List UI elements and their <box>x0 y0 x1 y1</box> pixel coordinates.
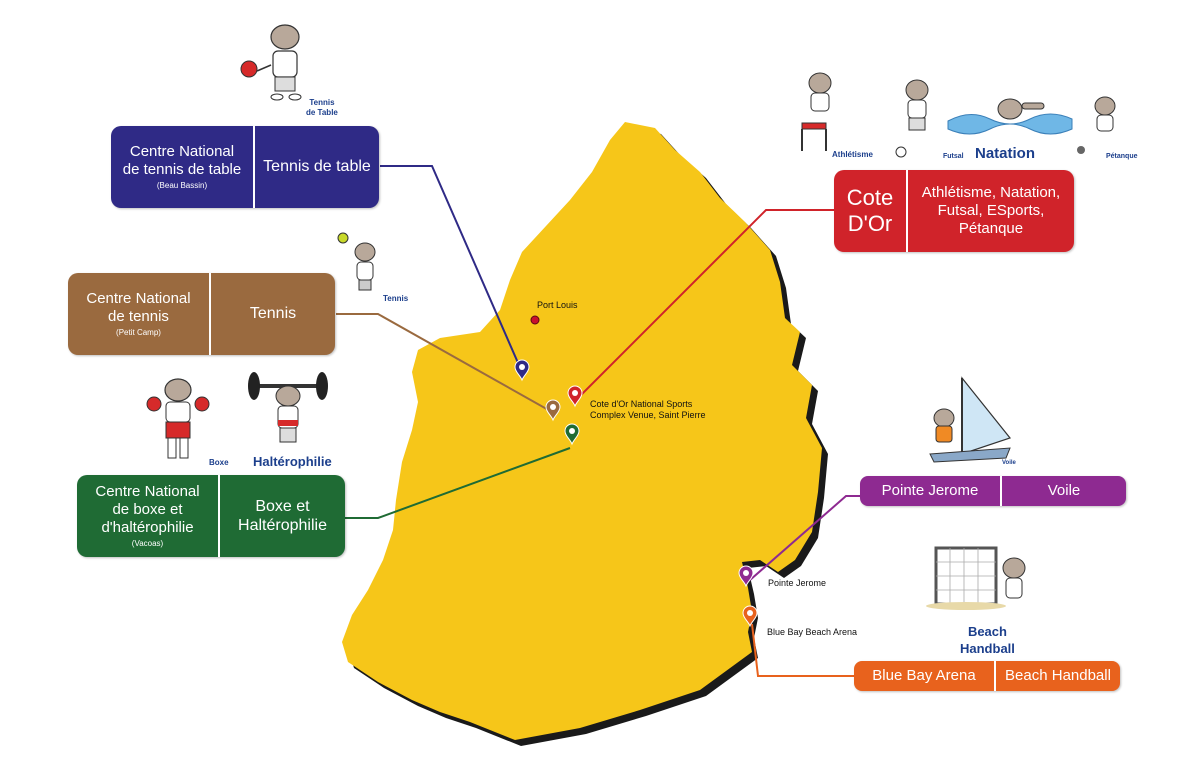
venue-name: Cote D'Or <box>834 170 906 252</box>
location-label-cote-dor-line2: Complex Venue, Saint Pierre <box>590 410 706 421</box>
venue-sport-line2: Haltérophilie <box>238 517 327 534</box>
connector-blue-bay <box>751 623 856 677</box>
caption-halterophilie: Haltérophilie <box>253 454 332 469</box>
venue-name: Centre National de boxe et d'haltérophil… <box>77 475 218 557</box>
caption-beach-handball: Beach Handball <box>960 624 1015 658</box>
caption-natation: Natation <box>975 145 1035 162</box>
connector-tennis-de-table <box>380 165 523 373</box>
venue-sport-text: Tennis de table <box>263 158 371 176</box>
venue-sport-text: Beach Handball <box>1005 667 1111 684</box>
caption-tennis-de-table: Tennis de Table <box>306 98 338 119</box>
swimming-mascot-icon <box>947 98 1073 135</box>
pin-hole <box>569 428 575 434</box>
connector-pointe-jerome <box>749 495 862 581</box>
pin-hole <box>572 390 578 396</box>
caption-futsal: Futsal <box>943 153 964 160</box>
venue-name-text: Blue Bay Arena <box>872 667 976 684</box>
venue-name-line1: Centre National <box>86 290 191 308</box>
location-label-port-louis: Port Louis <box>537 300 578 310</box>
venue-sport-line1: Boxe et <box>255 497 310 515</box>
venue-name-line2: D'Or <box>847 211 893 236</box>
connector-tennis <box>336 313 553 413</box>
location-label-cote-dor: Cote d'Or National Sports Complex Venue,… <box>590 399 706 422</box>
pin-boxe[interactable] <box>564 423 580 446</box>
boxing-mascot-icon <box>146 378 210 459</box>
venue-name-line2: de boxe et <box>112 501 183 519</box>
caption-petanque: Pétanque <box>1106 153 1138 160</box>
pin-cote-dor[interactable] <box>567 385 583 408</box>
divider <box>253 126 255 208</box>
venue-area: (Vacoas) <box>131 539 164 549</box>
pin-hole <box>747 610 753 616</box>
caption-voile: Voile <box>1002 460 1016 466</box>
venue-area: (Petit Camp) <box>116 328 161 338</box>
divider <box>906 170 908 252</box>
venue-sport-text: Tennis <box>249 305 297 323</box>
venue-sport: Tennis <box>211 273 335 355</box>
venue-sport: Beach Handball <box>996 661 1120 691</box>
caption-athletisme: Athlétisme <box>832 150 873 159</box>
pin-tennis-de-table[interactable] <box>514 359 530 382</box>
caption-beach-handball-line1: Beach <box>967 624 1007 639</box>
location-label-blue-bay: Blue Bay Beach Arena <box>767 627 858 637</box>
venue-box-cote-dor[interactable]: Cote D'Or Athlétisme, Natation, Futsal, … <box>834 170 1074 252</box>
futsal-mascot-icon <box>895 79 929 158</box>
table-tennis-mascot-icon <box>240 24 302 101</box>
divider <box>994 661 996 691</box>
caption-tennis-de-table-line2: de Table <box>306 108 338 118</box>
venue-sport: Boxe et Haltérophilie <box>220 475 345 557</box>
venue-name-text: Pointe Jerome <box>881 482 979 499</box>
pin-hole <box>743 570 749 576</box>
venue-sport-line3: Pétanque <box>958 220 1024 237</box>
venue-name: Centre National de tennis de table (Beau… <box>111 126 253 208</box>
venue-name: Centre National de tennis (Petit Camp) <box>68 273 209 355</box>
island <box>342 122 822 740</box>
weightlifting-mascot-icon <box>248 372 328 443</box>
sailing-mascot-icon <box>929 376 1012 463</box>
venue-sport-line1: Athlétisme, Natation, <box>921 184 1061 201</box>
venue-area: (Beau Bassin) <box>156 181 208 191</box>
venue-box-boxe[interactable]: Centre National de boxe et d'haltérophil… <box>77 475 345 557</box>
venue-name-line3: d'haltérophilie <box>101 519 194 537</box>
handball-goal-mascot-icon <box>926 546 1026 610</box>
venue-sport: Voile <box>1002 476 1126 506</box>
pin-pointe-jerome[interactable] <box>738 565 754 588</box>
venue-sport: Tennis de table <box>255 126 379 208</box>
tennis-mascot-icon <box>337 232 376 291</box>
venue-sport-line2: Futsal, ESports, <box>937 202 1045 219</box>
venue-box-tennis[interactable]: Centre National de tennis (Petit Camp) T… <box>68 273 335 355</box>
venue-name-line1: Cote <box>846 184 894 210</box>
divider <box>209 273 211 355</box>
pin-hole <box>519 364 525 370</box>
port-louis-marker[interactable] <box>530 315 540 325</box>
venue-box-pointe-jerome[interactable]: Pointe Jerome Voile <box>860 476 1126 506</box>
venue-name-line2: de tennis de table <box>122 161 242 179</box>
caption-tennis-de-table-line1: Tennis <box>309 98 335 107</box>
connector-cote-dor <box>575 209 838 401</box>
venue-name: Pointe Jerome <box>860 476 1000 506</box>
venue-name: Blue Bay Arena <box>854 661 994 691</box>
pin-tennis[interactable] <box>545 399 561 422</box>
venue-sport: Athlétisme, Natation, Futsal, ESports, P… <box>908 170 1074 252</box>
divider <box>1000 476 1002 506</box>
pin-hole <box>550 404 556 410</box>
caption-boxe: Boxe <box>209 458 229 467</box>
caption-tennis: Tennis <box>383 294 409 303</box>
venue-box-tennis-de-table[interactable]: Centre National de tennis de table (Beau… <box>111 126 379 208</box>
venue-name-line1: Centre National <box>129 143 235 161</box>
venue-box-blue-bay[interactable]: Blue Bay Arena Beach Handball <box>854 661 1120 691</box>
caption-beach-handball-line2: Handball <box>960 640 1015 656</box>
divider <box>218 475 220 557</box>
location-label-cote-dor-line1: Cote d'Or National Sports <box>590 399 693 409</box>
connector-boxe <box>345 447 571 519</box>
petanque-mascot-icon <box>1077 96 1116 154</box>
athletics-mascot-icon <box>801 72 832 151</box>
pin-blue-bay[interactable] <box>742 605 758 628</box>
venue-name-line1: Centre National <box>95 483 200 501</box>
venue-name-line2: de tennis <box>108 308 169 326</box>
venue-sport-text: Voile <box>1047 482 1081 499</box>
location-label-pointe-jerome: Pointe Jerome <box>768 578 827 588</box>
